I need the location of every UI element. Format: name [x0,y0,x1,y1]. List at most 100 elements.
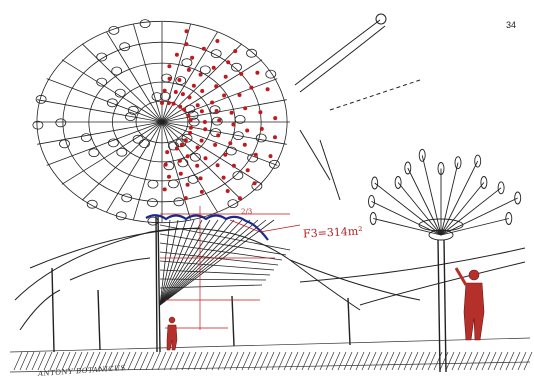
red-dot [199,138,204,143]
web-loop [234,115,246,124]
hatch-stroke [121,351,131,371]
red-dot [226,60,231,65]
hatch-stroke [385,351,395,371]
hatch-stroke [493,351,503,371]
red-dot [273,116,278,121]
umbrella-ring [418,218,464,232]
hatch-stroke [421,351,431,371]
web-loop [231,62,242,72]
hatch-stroke [313,351,323,371]
hatch-stroke [91,351,101,371]
red-dot [245,168,250,173]
hatch-stroke [115,351,125,371]
hatch-stroke [301,351,311,371]
red-dot [180,92,185,97]
red-dot [231,163,236,168]
hatch-stroke [409,351,419,371]
hatch-stroke [199,351,209,371]
web-loop [247,153,259,163]
hatch-stroke [43,351,53,371]
hatch-stroke [295,351,305,371]
red-dot [245,128,250,133]
red-dot [167,76,172,81]
cable-line [159,219,259,306]
red-dot [173,90,178,94]
red-dot [203,127,208,132]
umbrella-rib [373,218,442,236]
hatch-stroke [133,351,143,371]
hatch-stroke [457,351,467,371]
web-spoke [161,121,278,166]
red-dot [165,150,170,155]
cable-line [159,219,171,306]
hatch-stroke [403,351,413,371]
red-dot [162,88,167,93]
web-spoke [161,121,263,185]
umbrella-rib-end [369,212,377,225]
umbrella-rib [440,162,459,236]
hatch-stroke [157,351,167,371]
red-dot [214,84,219,89]
red-dot [201,46,206,51]
cable-line [159,219,267,306]
hatch-stroke [247,351,257,371]
hatch-stroke [343,351,353,371]
web-loop [116,147,128,157]
hatch-stroke [181,351,191,371]
web-loop [232,171,244,180]
web-loop [121,193,133,203]
red-dot [237,93,242,97]
red-dot [177,78,182,82]
red-dot [215,39,220,43]
web-loop [111,66,123,76]
hatch-stroke [445,351,455,371]
red-dot [163,162,168,167]
web-loop [114,88,126,98]
web-loop [147,179,159,189]
red-dot [210,100,215,105]
hatch-stroke [415,351,425,371]
red-dot [198,176,203,181]
web-spoke [37,99,163,123]
web-spoke [133,121,163,220]
red-dot [185,154,190,159]
web-loop [177,158,189,168]
red-dot [195,103,200,108]
red-dot [200,89,205,93]
cable-line [159,284,263,289]
page-number: 34 [506,20,517,30]
hatch-stroke [241,351,251,371]
hatch-stroke [391,351,401,371]
cable-line [159,242,283,261]
red-dot [199,189,204,194]
red-dot [195,145,200,150]
hatch-stroke [397,351,407,371]
red-dot [258,110,263,115]
web-loop [32,120,44,130]
web-loop [132,134,144,144]
human-figure-small [166,316,178,351]
red-dot [228,141,233,146]
hatch-stroke [319,351,329,371]
cable-line [159,219,251,306]
masts [51,214,447,373]
web-spoke [161,78,278,123]
red-dot [184,29,189,34]
red-dot [216,133,221,138]
red-dot [214,109,219,113]
red-dot [188,125,193,130]
cable-line [159,219,275,306]
web-loop [175,138,187,148]
web-loop [151,92,163,101]
web-spoke [61,59,163,123]
web-loop [225,146,237,156]
hatch-stroke [289,351,299,371]
hatch-stroke [259,351,269,371]
red-dot [191,83,196,88]
web-loop [175,76,187,85]
umbrella-rib [440,218,509,236]
web-loop [167,179,179,189]
web-spoke [61,121,163,185]
red-dot [187,95,192,100]
cable-line [159,269,271,276]
